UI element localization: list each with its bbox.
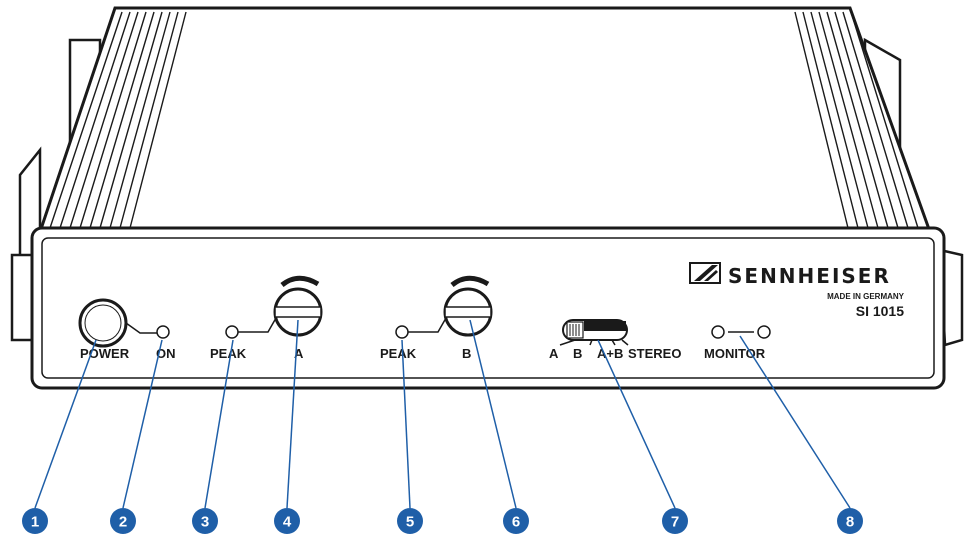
mode-stereo-label: STEREO <box>628 346 681 361</box>
right-cooling-fins <box>794 11 919 229</box>
callout-1-number: 1 <box>31 514 39 531</box>
callout-1: 1 <box>22 508 48 534</box>
mode-b-label: B <box>573 346 582 361</box>
level-knob-b[interactable] <box>443 275 493 337</box>
callout-7: 7 <box>662 508 688 534</box>
callout-3-number: 3 <box>201 514 209 531</box>
on-indicator-led <box>156 325 170 339</box>
callout-2-number: 2 <box>119 514 127 531</box>
monitor-label: MONITOR <box>704 346 766 361</box>
monitor-led-left <box>711 325 725 339</box>
callout-4: 4 <box>274 508 300 534</box>
callout-2: 2 <box>110 508 136 534</box>
housing-top <box>37 6 933 234</box>
callout-8: 8 <box>837 508 863 534</box>
callout-7-number: 7 <box>671 514 679 531</box>
brand-name: SENNHEISER <box>728 264 891 288</box>
monitor-led-right <box>757 325 771 339</box>
peak-b-label: PEAK <box>380 346 417 361</box>
peak-a-led <box>225 325 239 339</box>
mode-ab-label: A+B <box>597 346 623 361</box>
model-label: SI 1015 <box>856 303 904 319</box>
left-cooling-fins <box>49 11 187 229</box>
leader-lines <box>34 319 851 509</box>
peak-a-label: PEAK <box>210 346 247 361</box>
channel-a-label: A <box>294 346 304 361</box>
made-in-label: MADE IN GERMANY <box>827 292 905 301</box>
callout-5: 5 <box>397 508 423 534</box>
level-knob-a[interactable] <box>273 275 323 337</box>
channel-b-label: B <box>462 346 471 361</box>
mode-slide-switch[interactable] <box>559 319 629 346</box>
callout-3: 3 <box>192 508 218 534</box>
brand-logo <box>689 262 721 284</box>
callout-8-number: 8 <box>846 514 854 531</box>
callout-6: 6 <box>503 508 529 534</box>
callout-5-number: 5 <box>406 514 414 531</box>
mode-a-label: A <box>549 346 559 361</box>
peak-b-led <box>395 325 409 339</box>
power-label: POWER <box>80 346 130 361</box>
power-button[interactable] <box>78 298 158 348</box>
callout-6-number: 6 <box>512 514 520 531</box>
on-label: ON <box>156 346 176 361</box>
callout-4-number: 4 <box>283 514 292 531</box>
